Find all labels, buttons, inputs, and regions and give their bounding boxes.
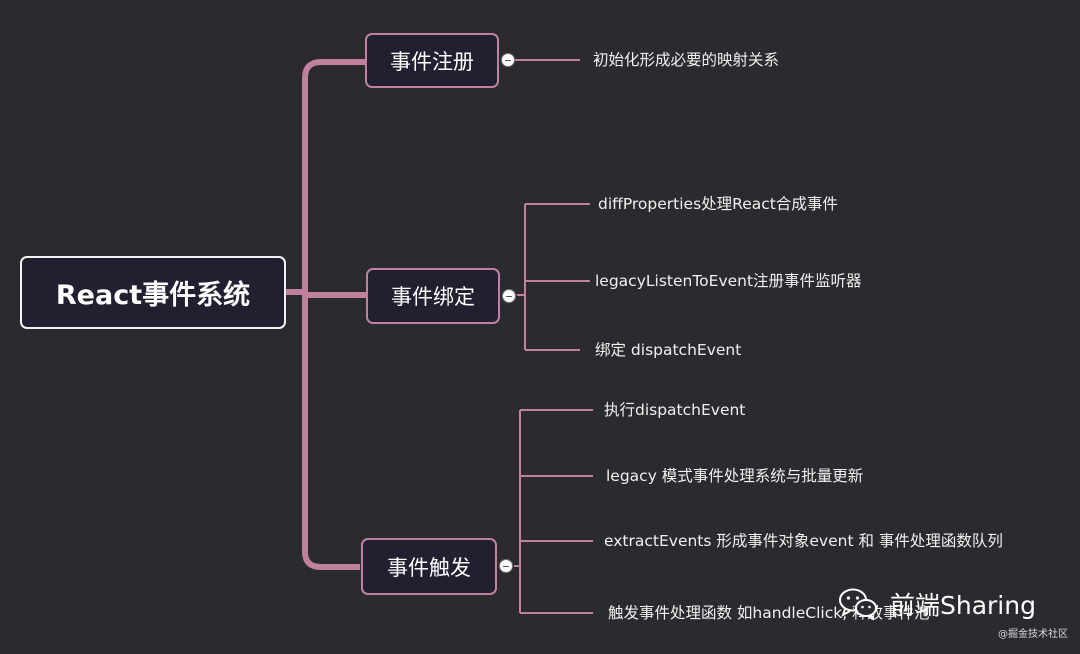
footer-credit: @掘金技术社区 xyxy=(998,629,1068,640)
branch-label: 事件触发 xyxy=(387,555,471,580)
leaf-node[interactable]: legacy 模式事件处理系统与批量更新 xyxy=(606,467,864,485)
branch2-leaf-connectors xyxy=(517,203,590,351)
leaf-node[interactable]: 触发事件处理函数 如handleClick, 释放事件池 xyxy=(608,604,930,622)
branch3-leaf-connectors xyxy=(514,409,593,614)
watermark-text: 前端Sharing xyxy=(890,591,1036,620)
watermark: 前端Sharing xyxy=(838,586,1036,622)
leaf-node[interactable]: legacyListenToEvent注册事件监听器 xyxy=(595,272,862,290)
leaf-node[interactable]: extractEvents 形成事件对象event 和 事件处理函数队列 xyxy=(604,532,1003,550)
leaf-node[interactable]: diffProperties处理React合成事件 xyxy=(598,195,838,213)
leaf-node[interactable]: 初始化形成必要的映射关系 xyxy=(593,51,780,69)
collapse-toggle-icon[interactable] xyxy=(502,289,516,303)
root-node[interactable]: React事件系统 xyxy=(20,256,286,329)
branch-node-event-trigger[interactable]: 事件触发 xyxy=(361,538,497,595)
leaf-node[interactable]: 绑定 dispatchEvent xyxy=(595,341,742,359)
collapse-toggle-icon[interactable] xyxy=(501,53,515,67)
branch-label: 事件注册 xyxy=(390,49,474,74)
trunk-spine xyxy=(302,59,366,570)
branch-node-event-bind[interactable]: 事件绑定 xyxy=(366,268,500,324)
root-label: React事件系统 xyxy=(55,280,251,311)
wechat-icon xyxy=(839,588,877,620)
collapse-toggle-icon[interactable] xyxy=(499,559,513,573)
leaf-node[interactable]: 执行dispatchEvent xyxy=(604,401,746,419)
branch-node-event-register[interactable]: 事件注册 xyxy=(365,33,499,88)
branch-label: 事件绑定 xyxy=(391,285,475,309)
